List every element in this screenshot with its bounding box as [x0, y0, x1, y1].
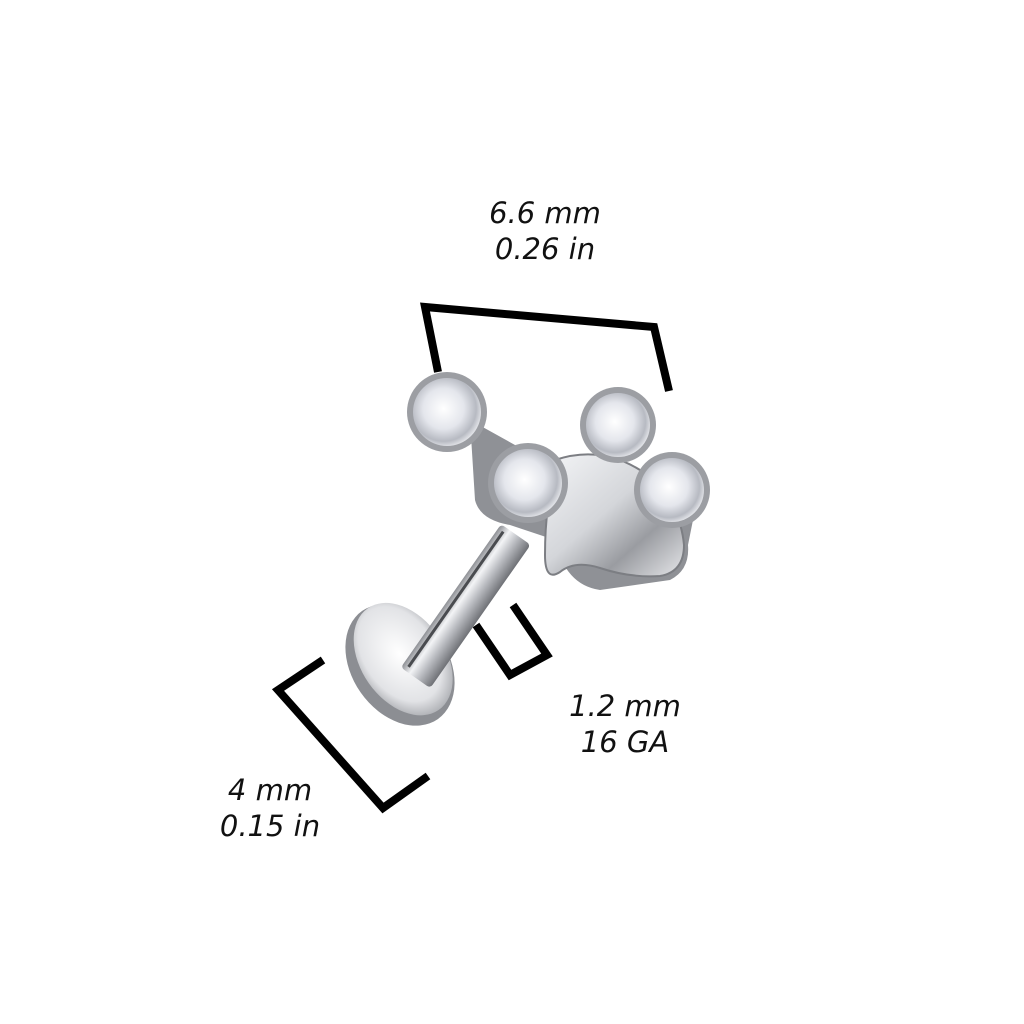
- stone-1: [407, 372, 487, 452]
- gauge-bracket: [472, 602, 553, 681]
- top-width-label: 6.6 mm 0.26 in: [450, 195, 640, 267]
- gauge-ga: 16 GA: [580, 725, 670, 759]
- disc-in: 0.15 in: [219, 809, 321, 843]
- gauge-label: 1.2 mm 16 GA: [545, 688, 705, 760]
- top-width-bracket: [420, 302, 673, 392]
- stone-4: [634, 452, 710, 528]
- top-width-mm: 6.6 mm: [489, 196, 601, 230]
- gauge-mm: 1.2 mm: [569, 689, 681, 723]
- stone-2: [580, 387, 656, 463]
- disc-label: 4 mm 0.15 in: [195, 772, 345, 844]
- disc-mm: 4 mm: [227, 773, 313, 807]
- disc-bracket: [271, 656, 431, 814]
- post: [402, 525, 530, 687]
- stone-3: [488, 443, 568, 523]
- top-width-in: 0.26 in: [494, 232, 596, 266]
